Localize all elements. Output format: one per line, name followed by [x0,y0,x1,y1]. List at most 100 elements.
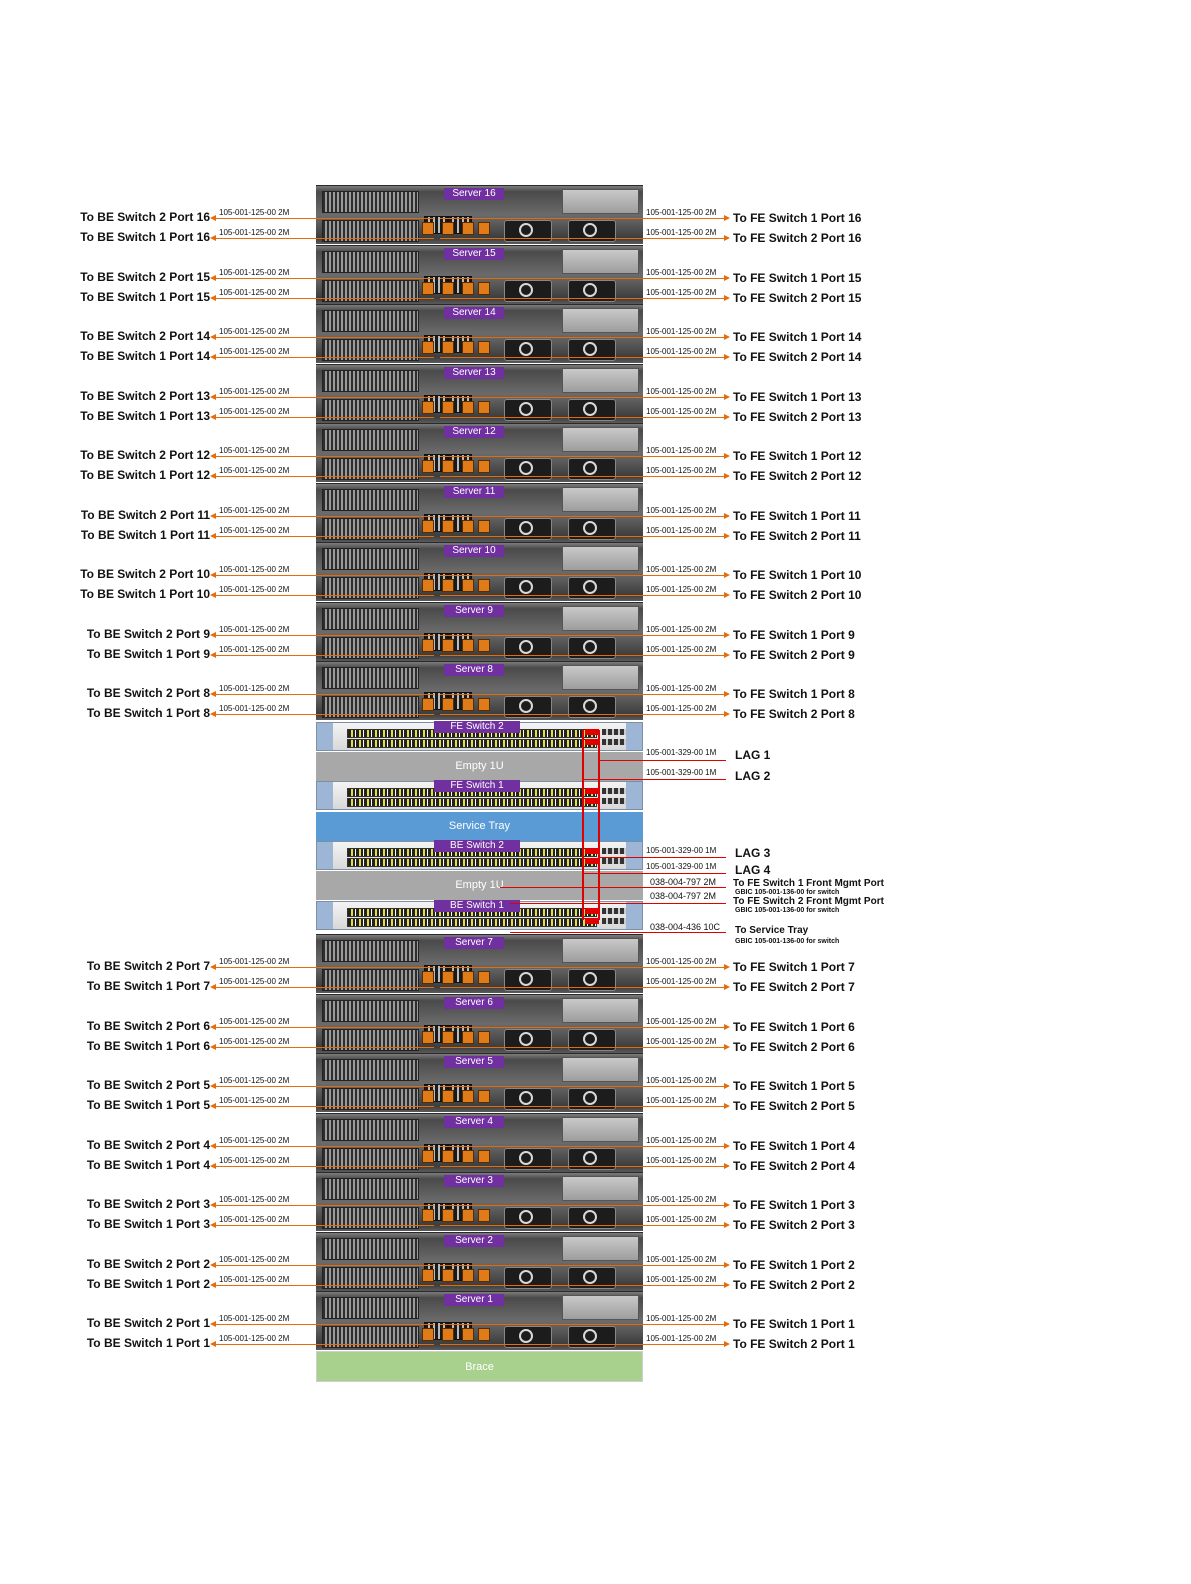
cable-part-label: 105-001-125-00 2M [646,525,717,535]
arrow-right-icon [724,651,730,658]
cable-line [214,337,434,338]
empty-1u-lower: Empty 1U [316,871,643,900]
fe-port-label: To FE Switch 1 Port 16 [733,211,862,225]
cable-line [440,1324,724,1325]
cable-part-label: 105-001-125-00 2M [219,977,290,986]
arrow-right-icon [724,1023,730,1030]
lag4-line [582,873,726,874]
cable-part-label: 105-001-125-00 2M [646,446,717,455]
cable-line [440,1205,724,1206]
cable-part-label: 105-001-125-00 2M [646,267,717,277]
cable-line [440,1046,724,1048]
be-port-label: To BE Switch 1 Port 16 [80,230,210,244]
cable-part-label: 105-001-125-00 2M [219,624,290,634]
be-switch-2-label: BE Switch 2 [434,840,520,852]
server-chassis: Server 4 [316,1112,643,1172]
cable-line [440,297,724,299]
be-port-label: To BE Switch 1 Port 10 [80,587,210,601]
cable-part-label: 105-001-125-00 2M [646,1135,717,1145]
cable-line [214,1086,434,1087]
cable-line [214,1225,434,1226]
cable-line [214,357,434,358]
arrow-right-icon [724,592,730,598]
cable-part-label: 105-001-125-00 2M [646,1076,717,1085]
cable-part-label: 105-001-125-00 2M [646,977,717,986]
arrow-left-icon [210,1023,216,1030]
cable-line [440,654,724,656]
cable-line [440,575,724,576]
cable-part-label: 105-001-125-00 2M [646,684,717,693]
cable-line [440,714,724,715]
be-port-label: To BE Switch 2 Port 11 [80,507,210,522]
mgmt-line-2 [510,903,726,904]
cable-line [440,967,724,968]
cable-line [440,1344,724,1345]
lag-vertical-a [582,730,584,920]
tray-gbic: GBIC 105-001-136-00 for switch [735,938,840,945]
lag1-line [598,760,726,761]
cable-line [214,277,434,279]
cable-part-label: 105-001-125-00 2M [219,466,290,475]
cable-part-label: 105-001-125-00 2M [646,1016,717,1026]
be-port-label: To BE Switch 2 Port 5 [86,1078,210,1092]
server-label: Server 9 [444,604,504,617]
cable-part-label: 105-001-125-00 2M [219,347,290,356]
be-port-label: To BE Switch 2 Port 9 [86,626,210,641]
fe-port-label: To FE Switch 2 Port 11 [733,528,861,543]
lag3-label: LAG 3 [735,846,771,860]
cable-part-label: 105-001-125-00 2M [646,466,717,475]
arrow-right-icon [724,215,730,221]
arrow-right-icon [724,1043,730,1050]
fe-port-label: To FE Switch 1 Port 6 [733,1019,855,1034]
cable-line [440,1165,724,1167]
cable-line [214,1106,434,1107]
arrow-right-icon [724,631,730,638]
cable-line [214,967,434,968]
server-label: Server 15 [444,247,504,260]
arrow-right-icon [724,453,730,459]
cable-line [440,1106,724,1107]
arrow-left-icon [210,1103,216,1109]
cable-line [440,634,724,636]
lag1-label: LAG 1 [735,748,771,762]
cable-part-label: 105-001-125-00 2M [219,1076,290,1085]
server-label: Server 4 [444,1115,504,1128]
fe-port-label: To FE Switch 2 Port 2 [733,1277,855,1292]
arrow-left-icon [210,1222,216,1228]
cable-line [440,456,724,457]
be-port-label: To BE Switch 2 Port 10 [80,567,210,581]
cable-part-label: 105-001-125-00 2M [646,644,717,654]
server-chassis: Server 12 [316,423,643,482]
arrow-right-icon [724,1142,730,1149]
cable-part-label: 105-001-125-00 2M [646,406,717,416]
cable-part-label: 105-001-125-00 2M [219,1254,290,1264]
be-port-label: To BE Switch 1 Port 6 [86,1038,210,1053]
cable-line [440,357,724,358]
fe-port-label: To FE Switch 1 Port 12 [733,449,862,463]
fe-port-label: To FE Switch 2 Port 4 [733,1158,855,1173]
be-port-label: To BE Switch 2 Port 8 [86,686,210,700]
cable-part-label: 105-001-125-00 2M [219,327,290,336]
arrow-right-icon [724,473,730,479]
fe-port-label: To FE Switch 2 Port 7 [733,980,855,994]
be-port-label: To BE Switch 1 Port 15 [80,289,210,304]
cable-part-label: 105-001-125-00 2M [646,1254,717,1264]
tray-label: To Service Tray [735,925,809,936]
server-label: Server 10 [444,545,504,557]
server-label: Server 12 [444,426,504,438]
cable-part-label: 105-001-125-00 2M [219,1036,290,1046]
cable-part-label: 105-001-125-00 2M [646,1334,717,1343]
arrow-left-icon [210,592,216,598]
arrow-right-icon [724,354,730,360]
be-port-label: To BE Switch 2 Port 6 [86,1018,210,1033]
fe-port-label: To FE Switch 1 Port 9 [733,627,855,642]
be-port-label: To BE Switch 1 Port 5 [86,1098,210,1112]
cable-part-label: 105-001-125-00 2M [219,1096,290,1105]
cable-line [214,1205,434,1206]
arrow-left-icon [210,964,216,970]
fe-port-label: To FE Switch 1 Port 1 [733,1317,855,1331]
cable-line [214,987,434,988]
arrow-left-icon [210,1142,216,1149]
be-port-label: To BE Switch 2 Port 4 [86,1137,210,1152]
server-chassis: Server 9 [316,601,643,661]
